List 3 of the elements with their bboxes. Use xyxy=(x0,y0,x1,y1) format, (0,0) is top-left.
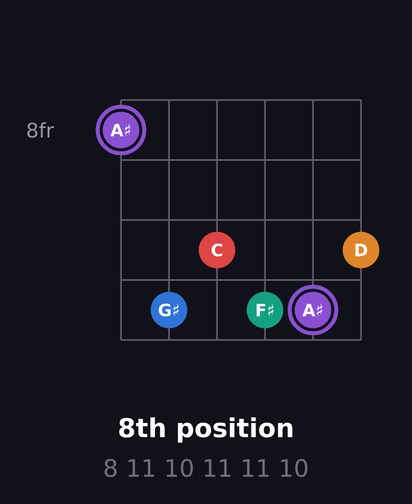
fret-number: 8fr xyxy=(27,122,54,138)
title: 8th position xyxy=(119,417,292,443)
fingering-text: 8 11 10 11 11 10 xyxy=(104,458,308,478)
